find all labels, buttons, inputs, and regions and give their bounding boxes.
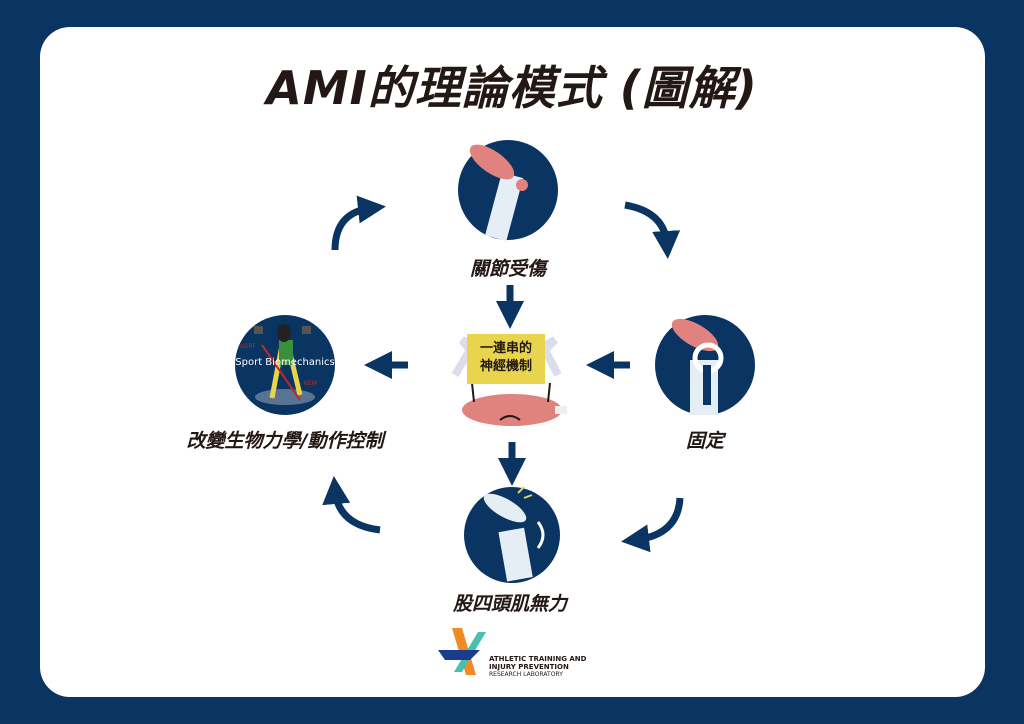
curved-arrow-bottom-right <box>621 497 684 553</box>
logo-line-3: RESEARCH LABORATORY <box>489 671 563 678</box>
node-label-immobilization: 固定 <box>685 430 725 452</box>
biomechanics-illustration <box>235 315 335 415</box>
quadriceps-weakness-illustration <box>464 486 560 583</box>
vgrf-label: vGRF <box>240 343 256 350</box>
kem-label: KEM <box>304 380 317 387</box>
sign-line-2: 神經機制 <box>479 359 532 374</box>
curved-arrow-top-left <box>331 195 386 251</box>
node-label-joint-injury: 關節受傷 <box>469 258 547 280</box>
node-label-quadriceps-weakness: 股四頭肌無力 <box>452 593 568 615</box>
logo-line-1: ATHLETIC TRAINING AND <box>489 655 587 663</box>
immobilization-illustration <box>655 315 755 415</box>
logo-line-2: INJURY PREVENTION <box>489 663 569 671</box>
curved-arrow-bottom-left <box>322 476 381 534</box>
biomechanics-caption: Sport Biomechanics <box>235 357 335 368</box>
neural-mechanism-sign: 一連串的 神經機制 <box>467 334 545 384</box>
sign-line-1: 一連串的 <box>479 341 532 356</box>
lab-logo-mark <box>438 628 486 675</box>
joint-injury-illustration <box>458 140 558 241</box>
lab-logo-text: ATHLETIC TRAINING AND INJURY PREVENTION … <box>489 655 586 679</box>
page-title: AMI的理論模式 (圖解) <box>266 61 758 115</box>
curved-arrow-top-right <box>624 201 681 259</box>
node-label-biomechanics: 改變生物力學/動作控制 <box>186 430 384 452</box>
